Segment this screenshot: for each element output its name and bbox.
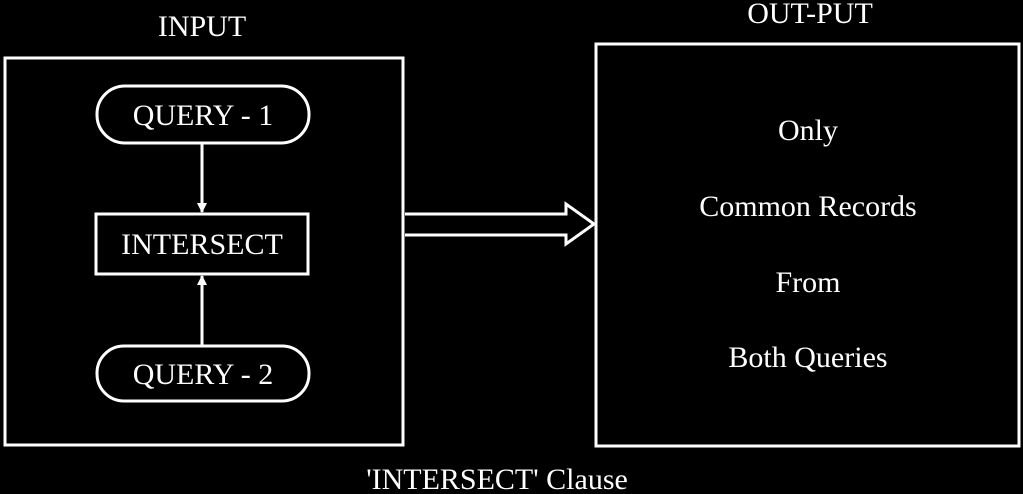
query-2-node <box>95 344 311 403</box>
output-line-2: Common Records <box>699 190 917 223</box>
output-line-4: Both Queries <box>728 341 887 374</box>
diagram-caption: 'INTERSECT' Clause <box>366 463 628 494</box>
intersect-label: INTERSECT <box>121 228 283 261</box>
intersect-node <box>94 212 310 276</box>
input-to-output-arrow <box>405 201 597 247</box>
query-2-label: QUERY - 2 <box>133 358 274 391</box>
query-1-label: QUERY - 1 <box>133 99 274 132</box>
input-frame <box>3 56 405 447</box>
output-frame <box>594 42 1021 448</box>
output-title: OUT-PUT <box>747 0 873 30</box>
output-line-1: Only <box>778 114 838 147</box>
output-line-3: From <box>775 266 840 299</box>
input-title: INPUT <box>158 10 246 43</box>
